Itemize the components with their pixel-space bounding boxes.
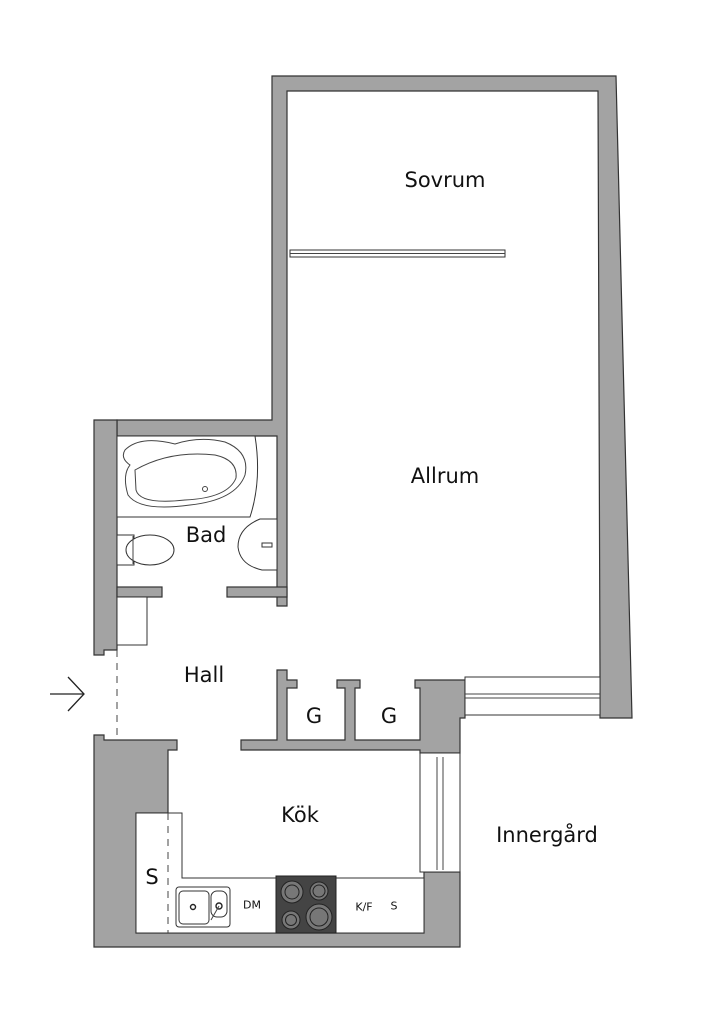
toilet (116, 534, 175, 566)
room-label-bad: Bad (185, 523, 227, 547)
stove (275, 875, 337, 934)
wall-living-outer (116, 75, 633, 719)
wall-closets (240, 669, 466, 754)
wash-basin (237, 518, 278, 571)
wall-left (93, 419, 118, 656)
bathtub (116, 435, 259, 518)
window-living (464, 676, 601, 716)
fixture-label-dishwasher: DM (243, 898, 261, 912)
room-label-sovrum: Sovrum (404, 168, 486, 192)
fixture-label-cabinet: S (390, 899, 398, 913)
wall-bath-right (226, 586, 288, 598)
fixture-label-storage: S (145, 865, 159, 889)
room-label-closet-2: G (380, 704, 398, 728)
room-label-closet-1: G (305, 704, 323, 728)
room-label-hall: Hall (183, 663, 225, 687)
room-label-kok: Kök (281, 803, 319, 827)
room-label-allrum: Allrum (410, 464, 480, 488)
kitchen-sink (175, 886, 231, 928)
hall-storage (116, 596, 148, 646)
wall-bath-left (116, 586, 163, 598)
window-kitchen (419, 752, 461, 873)
fixture-label-fridge-freezer: K/F (355, 900, 373, 914)
label-innergard: Innergård (496, 823, 598, 847)
entrance-arrow-icon (50, 676, 85, 712)
